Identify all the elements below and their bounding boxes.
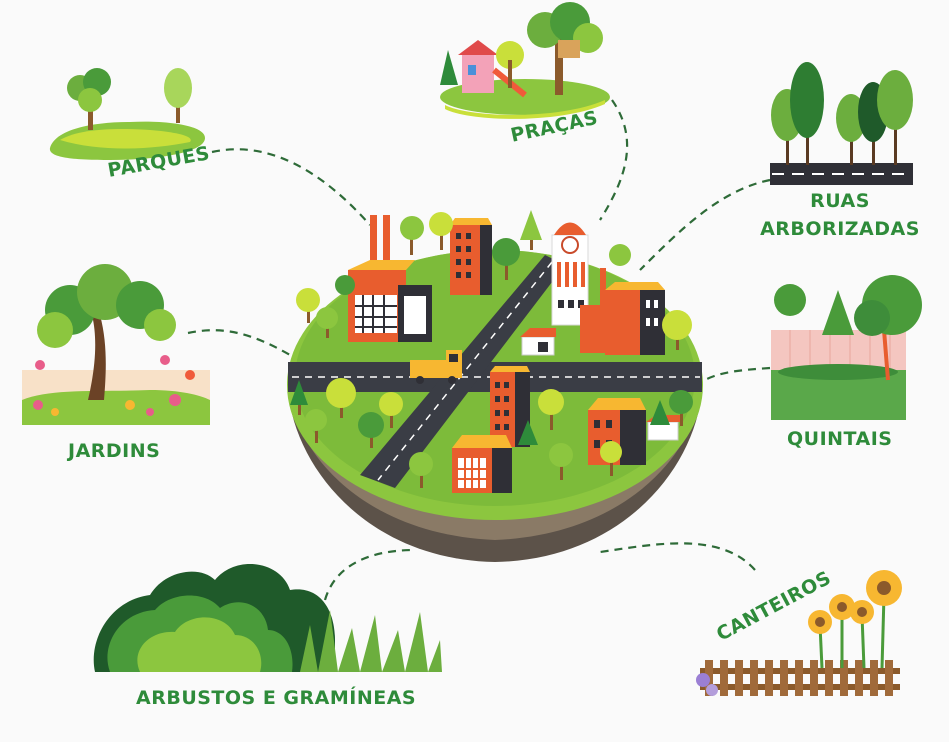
connector-pracas (599, 99, 629, 221)
label-ruas-line1: RUAS (810, 190, 870, 212)
building-factory-left (348, 215, 432, 342)
building-small-house-mid (520, 328, 556, 356)
label-arbustos: ARBUSTOS E GRAMÍNEAS (136, 687, 417, 709)
parques-illustration (49, 68, 205, 160)
building-factory-right (580, 268, 665, 355)
connector-quintais (704, 366, 771, 381)
pracas-illustration (440, 2, 610, 119)
jardins-illustration (22, 264, 210, 425)
connector-arbustos (323, 548, 416, 601)
canteiros-illustration (696, 570, 902, 696)
ruas-illustration (770, 62, 913, 185)
connector-parques (211, 148, 371, 226)
label-quintais: QUINTAIS (787, 428, 893, 450)
road-diagonal (360, 255, 565, 488)
truck (410, 350, 462, 384)
city-disc (287, 210, 703, 562)
disc-trees (290, 210, 693, 488)
label-jardins: JARDINS (68, 440, 161, 462)
quintais-illustration (771, 275, 922, 420)
building-bottom-left (452, 435, 512, 493)
connector-jardins (187, 329, 291, 356)
building-tall-top (450, 218, 492, 295)
arbustos-illustration (93, 563, 442, 672)
connector-ruas (639, 178, 771, 271)
connector-lines (187, 99, 771, 601)
label-ruas-line2: ARBORIZADAS (760, 218, 920, 240)
connector-canteiros (599, 542, 756, 571)
